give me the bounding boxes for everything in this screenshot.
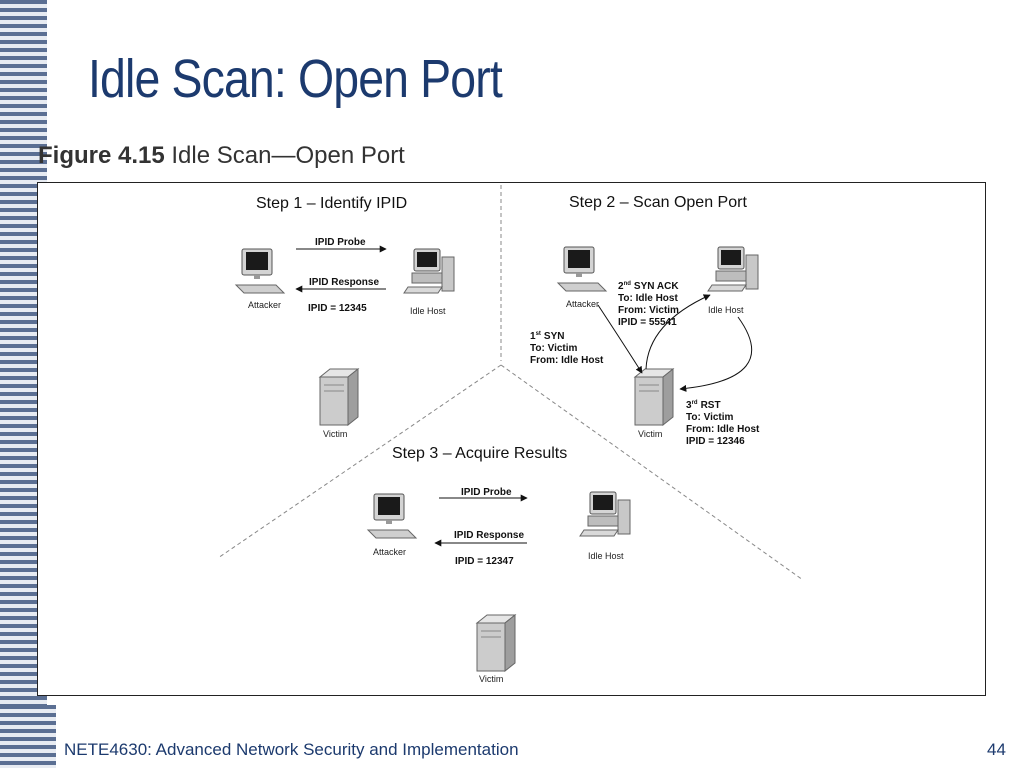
step2-rst-from: From: Idle Host bbox=[686, 424, 760, 435]
step1-attacker-computer-icon bbox=[235, 248, 285, 294]
step3-idle-host-computer-icon bbox=[579, 491, 631, 537]
side-stripe-lower-decoration bbox=[0, 705, 56, 768]
step3-attacker-label: Attacker bbox=[373, 547, 406, 557]
step2-rst-to: To: Victim bbox=[686, 412, 734, 423]
step3-ipid-value: IPID = 12347 bbox=[455, 556, 514, 567]
divider-right bbox=[500, 364, 804, 581]
step2-syn-num: 1 bbox=[530, 331, 536, 342]
idle-scan-diagram: Step 1 – Identify IPID Attacker Idle Hos… bbox=[217, 185, 804, 684]
step2-attacker-computer-icon bbox=[557, 246, 607, 292]
step2-synack-arrow bbox=[645, 294, 711, 370]
step2-rst-arrow bbox=[679, 316, 753, 392]
step2-synack-from: From: Victim bbox=[618, 305, 679, 316]
step1-response-label: IPID Response bbox=[309, 277, 379, 288]
figure-caption: Figure 4.15 Idle Scan—Open Port bbox=[38, 142, 405, 170]
step2-synack-label: SYN ACK bbox=[634, 281, 679, 292]
step1-victim-server-icon bbox=[319, 368, 359, 426]
step3-probe-label: IPID Probe bbox=[461, 487, 512, 498]
step2-rst-ipid: IPID = 12346 bbox=[686, 436, 745, 447]
step2-synack-ipid: IPID = 55541 bbox=[618, 317, 677, 328]
step2-title: Step 2 – Scan Open Port bbox=[569, 194, 747, 211]
step1-attacker-label: Attacker bbox=[248, 300, 281, 310]
slide-title: Idle Scan: Open Port bbox=[88, 49, 503, 109]
figure-caption-text: Idle Scan—Open Port bbox=[171, 142, 405, 169]
footer-course-title: NETE4630: Advanced Network Security and … bbox=[64, 740, 519, 759]
step2-victim-server-icon bbox=[634, 368, 674, 426]
step1-victim-label: Victim bbox=[323, 429, 347, 439]
page-number: 44 bbox=[987, 740, 1006, 759]
step2-rst-label: RST bbox=[701, 400, 721, 411]
divider-left bbox=[217, 364, 502, 559]
step1-idle-host-computer-icon bbox=[403, 248, 455, 294]
step3-idle-host-label: Idle Host bbox=[588, 551, 624, 561]
step2-syn-label: SYN bbox=[544, 331, 565, 342]
step2-attacker-label: Attacker bbox=[566, 299, 599, 309]
step1-probe-label: IPID Probe bbox=[315, 237, 366, 248]
step3-victim-label: Victim bbox=[479, 674, 503, 684]
step2-rst-sup: rd bbox=[692, 400, 698, 406]
step3-victim-server-icon bbox=[476, 614, 516, 672]
step2-victim-label: Victim bbox=[638, 429, 662, 439]
step3-attacker-computer-icon bbox=[367, 493, 417, 539]
step1-title: Step 1 – Identify IPID bbox=[256, 195, 407, 212]
step2-rst-num: 3 bbox=[686, 400, 692, 411]
step2-synack-num: 2 bbox=[618, 281, 624, 292]
figure-number: Figure 4.15 bbox=[38, 142, 165, 169]
step2-synack-to: To: Idle Host bbox=[618, 293, 678, 304]
step2-syn-sup: st bbox=[536, 331, 541, 337]
step2-syn-to: To: Victim bbox=[530, 343, 578, 354]
step2-idle-host-label: Idle Host bbox=[708, 305, 744, 315]
step1-idle-host-label: Idle Host bbox=[410, 306, 446, 316]
figure-frame: Step 1 – Identify IPID Attacker Idle Hos… bbox=[37, 182, 986, 696]
step3-title: Step 3 – Acquire Results bbox=[392, 445, 567, 462]
step2-synack-sup: nd bbox=[624, 281, 632, 287]
step2-syn-from: From: Idle Host bbox=[530, 355, 604, 366]
step1-ipid-value: IPID = 12345 bbox=[308, 303, 367, 314]
step2-idle-host-computer-icon bbox=[707, 246, 759, 292]
step3-response-label: IPID Response bbox=[454, 530, 524, 541]
step2-syn-arrow bbox=[597, 304, 643, 374]
